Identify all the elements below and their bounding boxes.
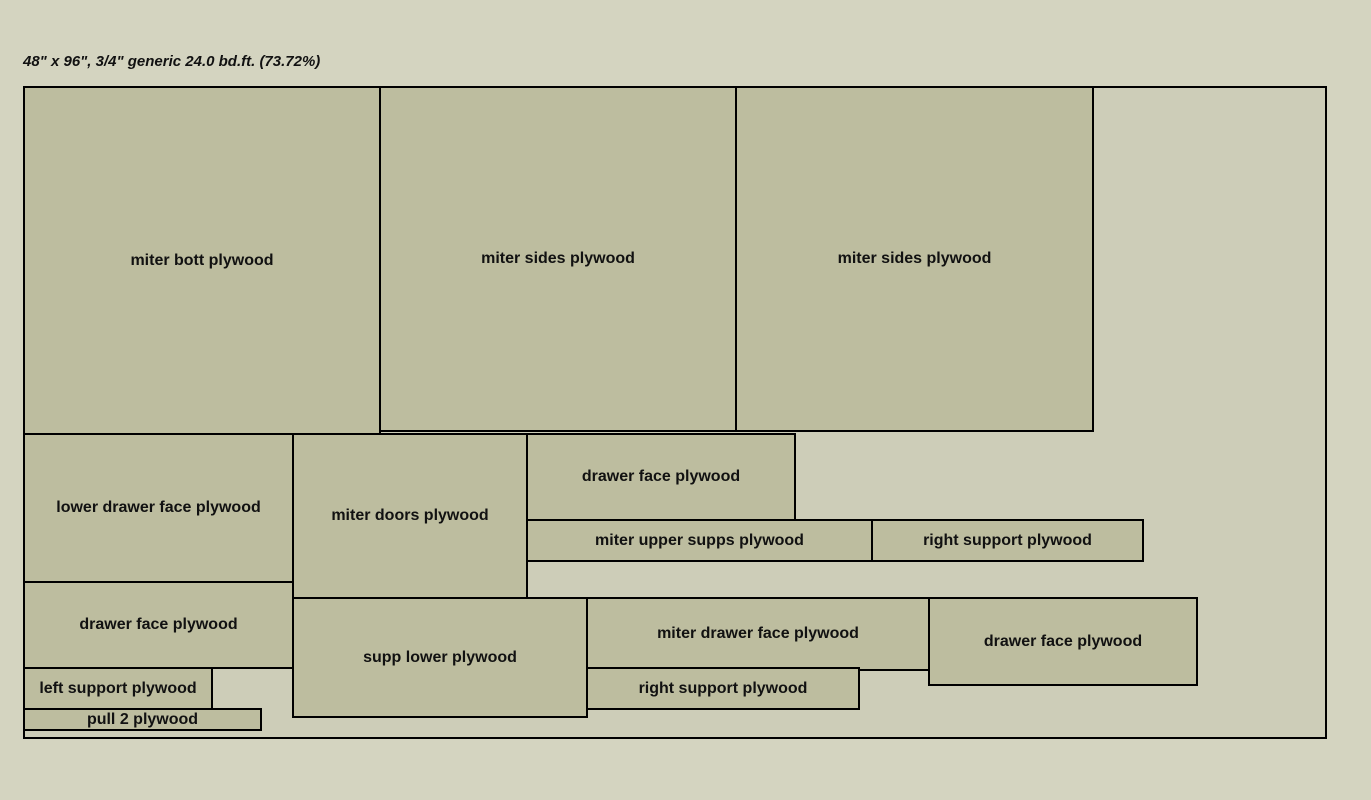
part-drawer-face-2[interactable]: drawer face plywood bbox=[23, 581, 294, 669]
part-right-support-1[interactable]: right support plywood bbox=[871, 519, 1144, 562]
part-miter-doors[interactable]: miter doors plywood bbox=[292, 433, 528, 599]
part-supp-lower[interactable]: supp lower plywood bbox=[292, 597, 588, 718]
part-label: supp lower plywood bbox=[363, 648, 517, 666]
part-miter-upper-supps[interactable]: miter upper supps plywood bbox=[526, 519, 873, 562]
part-miter-drawer-face[interactable]: miter drawer face plywood bbox=[586, 597, 930, 671]
part-label: right support plywood bbox=[923, 531, 1092, 549]
part-drawer-face-3[interactable]: drawer face plywood bbox=[928, 597, 1198, 686]
part-label: miter drawer face plywood bbox=[657, 625, 859, 643]
part-label: miter sides plywood bbox=[837, 250, 992, 268]
part-miter-bott[interactable]: miter bott plywood bbox=[23, 86, 381, 435]
part-miter-sides-2[interactable]: miter sides plywood bbox=[735, 86, 1094, 432]
part-right-support-2[interactable]: right support plywood bbox=[586, 667, 860, 710]
part-lower-drawer-face[interactable]: lower drawer face plywood bbox=[23, 433, 294, 583]
part-pull-2[interactable]: pull 2 plywood bbox=[23, 708, 262, 731]
sheet-title: 48" x 96", 3/4" generic 24.0 bd.ft. (73.… bbox=[23, 53, 321, 70]
part-label: lower drawer face plywood bbox=[56, 499, 261, 517]
part-label: pull 2 plywood bbox=[86, 710, 199, 728]
part-label: miter doors plywood bbox=[331, 507, 489, 525]
part-label: drawer face plywood bbox=[79, 616, 238, 634]
part-label: miter bott plywood bbox=[130, 251, 274, 269]
part-label: miter sides plywood bbox=[481, 250, 635, 268]
part-label: right support plywood bbox=[638, 679, 808, 697]
part-label: drawer face plywood bbox=[983, 632, 1143, 650]
part-drawer-face-1[interactable]: drawer face plywood bbox=[526, 433, 796, 521]
part-label: miter upper supps plywood bbox=[595, 531, 804, 549]
part-left-support[interactable]: left support plywood bbox=[23, 667, 213, 710]
part-miter-sides-1[interactable]: miter sides plywood bbox=[379, 86, 737, 432]
part-label: drawer face plywood bbox=[581, 468, 741, 486]
part-label: left support plywood bbox=[39, 679, 197, 697]
